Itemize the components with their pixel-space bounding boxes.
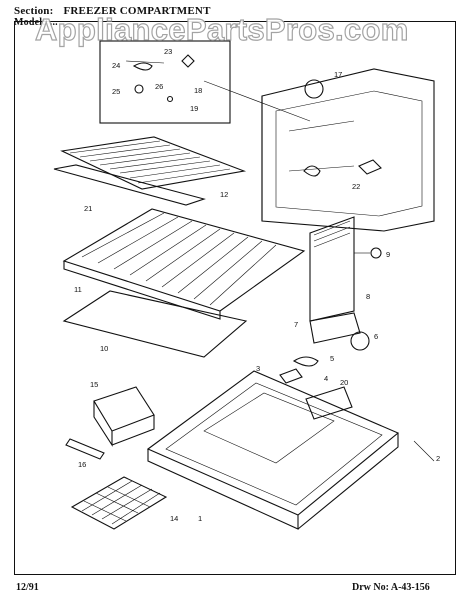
- bracket-part: [132, 62, 153, 71]
- watermark-text: AppliancePartsPros.com: [34, 11, 409, 47]
- callout-12: 12: [220, 190, 228, 199]
- callout-17: 17: [334, 70, 342, 79]
- callout-24: 24: [112, 61, 120, 70]
- screw-part: [370, 247, 382, 259]
- section-heading: Section: FREEZER COMPARTMENT: [14, 5, 211, 17]
- small-screw-part: [166, 95, 174, 103]
- callout-25: 25: [112, 87, 120, 96]
- callout-22: 22: [352, 182, 360, 191]
- ice-bin-top: [93, 386, 155, 432]
- callout-14: 14: [170, 514, 178, 523]
- thermostat-knob: [304, 79, 324, 99]
- tray-ribs: [81, 212, 277, 306]
- callout-1: 1: [198, 514, 202, 523]
- model-value: ...: [49, 17, 58, 28]
- ice-tray-cells: [81, 480, 161, 525]
- callout-11: 11: [74, 285, 82, 294]
- model-heading: Model:...: [14, 17, 58, 28]
- damper-control: [358, 159, 382, 175]
- floor-pan-inner: [165, 382, 383, 506]
- callout-20: 20: [340, 378, 348, 387]
- callout-9: 9: [386, 250, 390, 259]
- motor-mount: [279, 368, 303, 384]
- leader-line: [203, 80, 311, 122]
- evaporator-cover: [309, 216, 382, 322]
- freezer-cabinet: [203, 68, 435, 232]
- cover-grille: [313, 220, 351, 248]
- evaporator-coil: [203, 392, 335, 464]
- callout-7: 7: [294, 320, 298, 329]
- callout-4: 4: [324, 374, 328, 383]
- ice-tray-outline: [70, 476, 168, 530]
- model-label: Model:: [14, 17, 46, 28]
- clip-part: [181, 54, 195, 68]
- revision-date: 12/91: [16, 582, 39, 593]
- callout-5: 5: [330, 354, 334, 363]
- callout-labels: 23 24 26 25 18 19 17 12 21 22 11 9 8 10 …: [74, 47, 440, 523]
- ice-bin-side: [93, 401, 113, 447]
- ice-cube-tray: [70, 476, 168, 530]
- inset-border: [99, 40, 231, 124]
- screw-part: [134, 84, 144, 94]
- freezer-shelf-tray: [62, 208, 306, 320]
- light-socket: [303, 165, 321, 177]
- exploded-parts-diagram: 23 24 26 25 18 19 17 12 21 22 11 9 8 10 …: [53, 40, 440, 530]
- fan-motor: [292, 356, 319, 367]
- callout-6: 6: [374, 332, 378, 341]
- callout-8: 8: [366, 292, 370, 301]
- callout-19: 19: [190, 104, 198, 113]
- cabinet-outline: [261, 68, 435, 232]
- callout-10: 10: [100, 344, 108, 353]
- wire-shelf-rods: [69, 140, 231, 184]
- floor-pan-outer: [146, 370, 400, 516]
- section-title: FREEZER COMPARTMENT: [63, 5, 211, 17]
- callout-16: 16: [78, 460, 86, 469]
- callout-23: 23: [164, 47, 172, 56]
- fan-blade: [350, 331, 370, 351]
- drawing-number: Drw No: A-43-156: [352, 582, 430, 593]
- callout-18: 18: [194, 86, 202, 95]
- callout-21: 21: [84, 204, 92, 213]
- liner-rib: [288, 165, 355, 172]
- evaporator-cover-panel: [309, 216, 355, 322]
- floor-pan-side-lip: [297, 433, 399, 530]
- freezer-floor-pan: [146, 370, 435, 530]
- callout-2: 2: [436, 454, 440, 463]
- fan-motor-assembly: [279, 312, 370, 384]
- callout-26: 26: [155, 82, 163, 91]
- cabinet-inner-liner: [275, 90, 423, 217]
- ice-bin: [93, 386, 155, 447]
- liner-rib: [288, 120, 355, 132]
- insulation-panel: [62, 290, 248, 358]
- motor-bracket: [309, 312, 361, 344]
- callout-3: 3: [256, 364, 260, 373]
- floor-pan-front-lip: [147, 449, 299, 530]
- ice-bin-front: [111, 415, 155, 446]
- callout-15: 15: [90, 380, 98, 389]
- section-label: Section:: [14, 5, 54, 17]
- leader-line: [413, 440, 435, 462]
- wire-shelf: [53, 136, 247, 206]
- drain-trough: [305, 386, 353, 420]
- bin-support: [65, 438, 105, 460]
- hardware-detail-inset: [99, 40, 231, 124]
- wire-shelf-frame: [60, 136, 247, 190]
- leader-line: [125, 60, 165, 64]
- diagram-frame: [14, 21, 456, 575]
- shelf-front-trim: [53, 164, 206, 206]
- tray-outline: [62, 208, 306, 312]
